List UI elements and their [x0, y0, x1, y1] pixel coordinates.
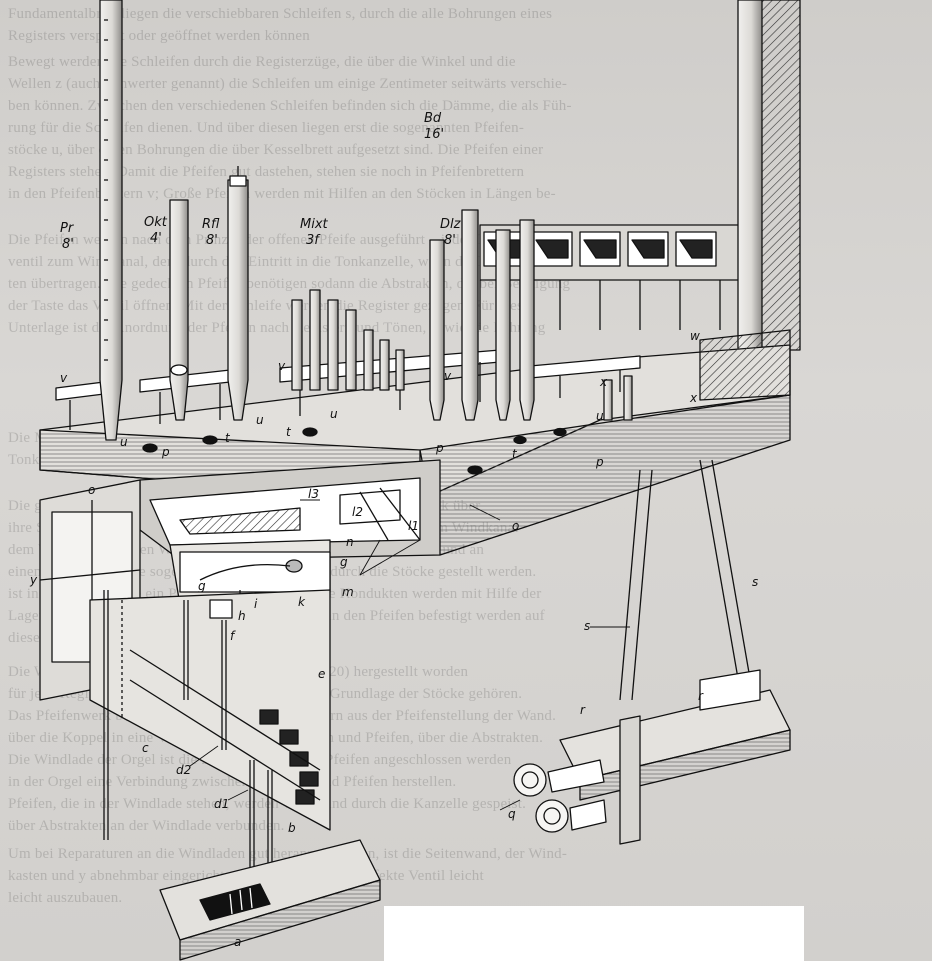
label-u-4: u [596, 409, 604, 423]
label-t-1: t [225, 431, 231, 445]
diagram-labels: Pr 8' Okt 4' Rfl 8' Mixt 3f Dlz 8' Bd 16… [29, 111, 758, 949]
label-d2: d2 [176, 763, 191, 777]
label-rfl: Rfl [202, 217, 220, 232]
label-i: i [254, 597, 258, 611]
label-e: e [318, 667, 325, 681]
organ-pipes [99, 0, 633, 441]
label-m: m [342, 585, 354, 599]
label-p-2: p [435, 441, 444, 455]
label-b: b [288, 821, 296, 835]
label-pr-size: 8' [62, 237, 74, 252]
keyboard-a [159, 839, 381, 961]
blank-patch [384, 906, 804, 961]
label-w: w [690, 329, 700, 343]
label-dlz-size: 8' [444, 233, 456, 248]
label-pr: Pr [60, 221, 75, 236]
label-x-2: x [689, 391, 698, 405]
label-bd: Bd [424, 111, 442, 126]
label-okt-size: 4' [150, 231, 162, 246]
label-h: h [238, 609, 246, 623]
label-s-1: s [584, 619, 590, 633]
bourdon-pipe-wall [479, 0, 801, 369]
label-mixt-size: 3f [306, 233, 321, 248]
label-rfl-size: 8' [206, 233, 218, 248]
label-s-2: s [752, 575, 758, 589]
label-r-1: r [580, 703, 586, 717]
label-k: k [298, 595, 306, 609]
label-t-2: t [286, 425, 292, 439]
label-p-1: p [161, 445, 170, 459]
label-v-1: v [60, 371, 68, 385]
label-mixt: Mixt [300, 217, 329, 232]
label-dlz: Dlz [440, 217, 462, 232]
label-g-left: g [198, 579, 206, 593]
label-f: f [230, 629, 236, 643]
label-o-left: o [88, 483, 95, 497]
label-u-1: u [120, 435, 128, 449]
label-a: a [234, 935, 241, 949]
label-l2: l2 [352, 505, 363, 519]
wind-chest-section [39, 459, 441, 831]
label-x-1: x [599, 375, 608, 389]
tracker-rods [103, 590, 321, 890]
label-r-2: r [698, 689, 704, 703]
label-okt: Okt [144, 215, 168, 230]
label-v-2: v [278, 359, 286, 373]
stop-action [513, 459, 791, 845]
label-v-3: v [444, 369, 452, 383]
label-l1: l1 [408, 519, 419, 533]
leader-lines [189, 499, 630, 811]
label-n: n [346, 535, 354, 549]
label-q: q [508, 807, 516, 821]
label-y: y [29, 573, 38, 587]
label-u-3: u [330, 407, 338, 421]
label-c: c [142, 741, 149, 755]
label-g-right: g [340, 555, 348, 569]
label-t-3: t [512, 447, 518, 461]
label-d1: d1 [214, 797, 229, 811]
label-p-3: p [595, 455, 604, 469]
pipe-stock-board [39, 329, 791, 556]
label-o-right: o [512, 519, 519, 533]
label-bd-size: 16' [424, 127, 444, 142]
label-u-2: u [256, 413, 264, 427]
label-l3: l3 [308, 487, 319, 501]
